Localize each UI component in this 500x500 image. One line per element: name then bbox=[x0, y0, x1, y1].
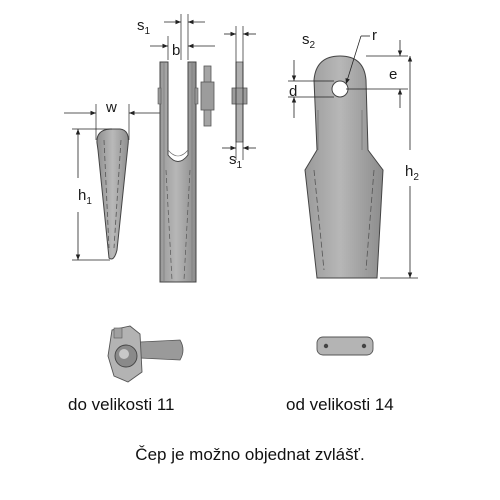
label-e: e bbox=[389, 66, 397, 83]
label-s2: s2 bbox=[302, 31, 316, 51]
label-s1-bottom: s1 bbox=[229, 151, 243, 171]
dimension-h1: h1 bbox=[72, 128, 112, 261]
pin-small-sizes bbox=[107, 325, 184, 383]
label-d: d bbox=[289, 83, 297, 100]
housing-side-view bbox=[231, 61, 248, 143]
wedge-part bbox=[96, 128, 129, 260]
label-r: r bbox=[372, 27, 377, 44]
dimension-s1-top: s1 bbox=[137, 14, 205, 60]
label-s1-top: s1 bbox=[137, 17, 151, 37]
label-h2: h2 bbox=[405, 163, 419, 183]
label-h1: h1 bbox=[78, 187, 92, 207]
dimension-h2: h2 bbox=[380, 56, 419, 279]
caption-pin-note: Čep je možno objednat zvlášť. bbox=[135, 445, 365, 464]
pin-large-sizes bbox=[316, 336, 374, 356]
dimension-e: e bbox=[346, 40, 408, 108]
caption-large-sizes: od velikosti 14 bbox=[286, 395, 394, 414]
label-b: b bbox=[172, 42, 180, 59]
pin-side-view bbox=[200, 65, 215, 127]
dimension-d: d bbox=[288, 60, 334, 118]
label-w: w bbox=[105, 99, 117, 116]
dimension-w: w bbox=[64, 99, 162, 140]
caption-small-sizes: do velikosti 11 bbox=[68, 395, 175, 414]
dimension-s2-r: s2 r bbox=[302, 27, 377, 85]
fork-housing bbox=[157, 61, 199, 283]
dimension-b: b bbox=[150, 36, 215, 60]
dimension-s1-bottom: s1 bbox=[222, 26, 256, 171]
